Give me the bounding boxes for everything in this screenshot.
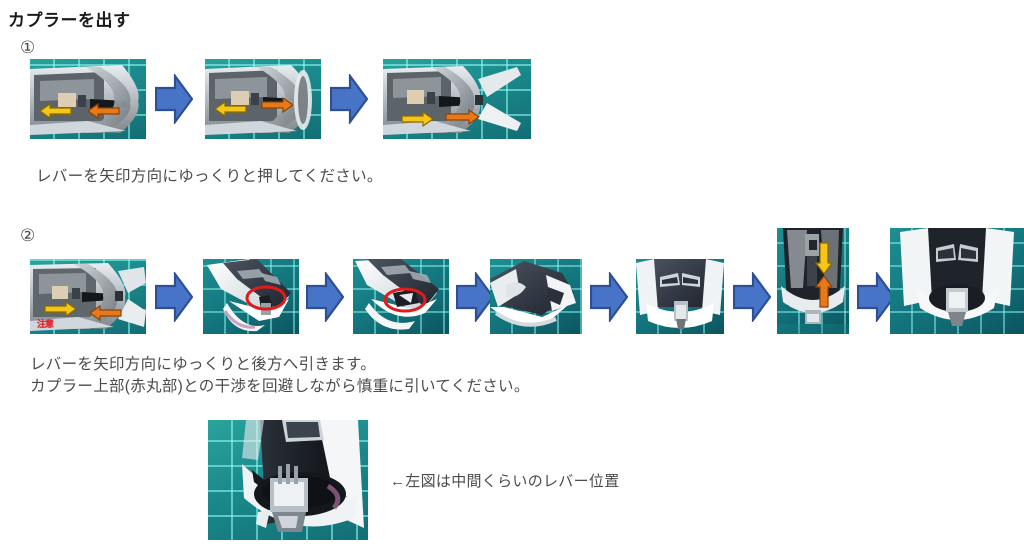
red-ellipse-annotation (383, 287, 427, 313)
connector-arrow-6 (590, 272, 628, 322)
connector-arrow-8 (857, 272, 895, 322)
photo-nose-underside-lever-mid (205, 59, 321, 139)
arrow-yellow-left (215, 101, 247, 117)
photo-nose-underside-lever-start (30, 59, 146, 139)
connector-arrow-5 (456, 272, 494, 322)
step-marker-1: ① (20, 38, 36, 57)
photo-coupler-deployed-front (890, 228, 1024, 334)
footer-caption: ←左図は中間くらいのレバー位置 (390, 473, 620, 490)
arrow-yellow-left (40, 103, 72, 119)
photo-nose-cone-opening (383, 59, 531, 139)
page-title: カプラーを出す (8, 11, 131, 30)
photo-note-red-label: 注意 (37, 320, 54, 330)
connector-arrow-7 (733, 272, 771, 322)
photo-coupler-emerging-closeup (353, 259, 449, 334)
step-2-caption-line-1: レバーを矢印方向にゆっくりと後方へ引きます。 (30, 356, 377, 373)
arrow-orange-left (88, 103, 120, 119)
step-2-caption-line-2: カプラー上部(赤丸部)との干渉を回避しながら慎重に引いてください。 (30, 378, 530, 395)
step-1-caption: レバーを矢印方向にゆっくりと押してください。 (36, 168, 383, 185)
connector-arrow-1 (155, 74, 193, 124)
photo-coupler-emerging-front-left (203, 259, 299, 334)
red-ellipse-annotation (245, 285, 287, 311)
connector-arrow-2 (330, 74, 368, 124)
connector-arrow-3 (155, 272, 193, 322)
photo-nose-cone-open-angle (490, 259, 582, 334)
photo-nose-interior-lever-arrows (777, 228, 849, 334)
connector-arrow-4 (306, 272, 344, 322)
step-marker-2: ② (20, 226, 36, 245)
arrow-orange-right (445, 109, 479, 125)
arrow-yellow-down (815, 242, 833, 274)
arrow-yellow-right (44, 301, 76, 317)
arrow-yellow-right (401, 111, 433, 127)
photo-coupler-mid-position-closeup (208, 420, 368, 540)
arrow-orange-right (261, 97, 293, 113)
arrow-orange-left (90, 305, 122, 321)
photo-nose-underside-pull-start: 注意 (30, 259, 146, 334)
photo-nose-front-coupler-down (636, 259, 724, 334)
arrow-orange-up (815, 276, 833, 308)
